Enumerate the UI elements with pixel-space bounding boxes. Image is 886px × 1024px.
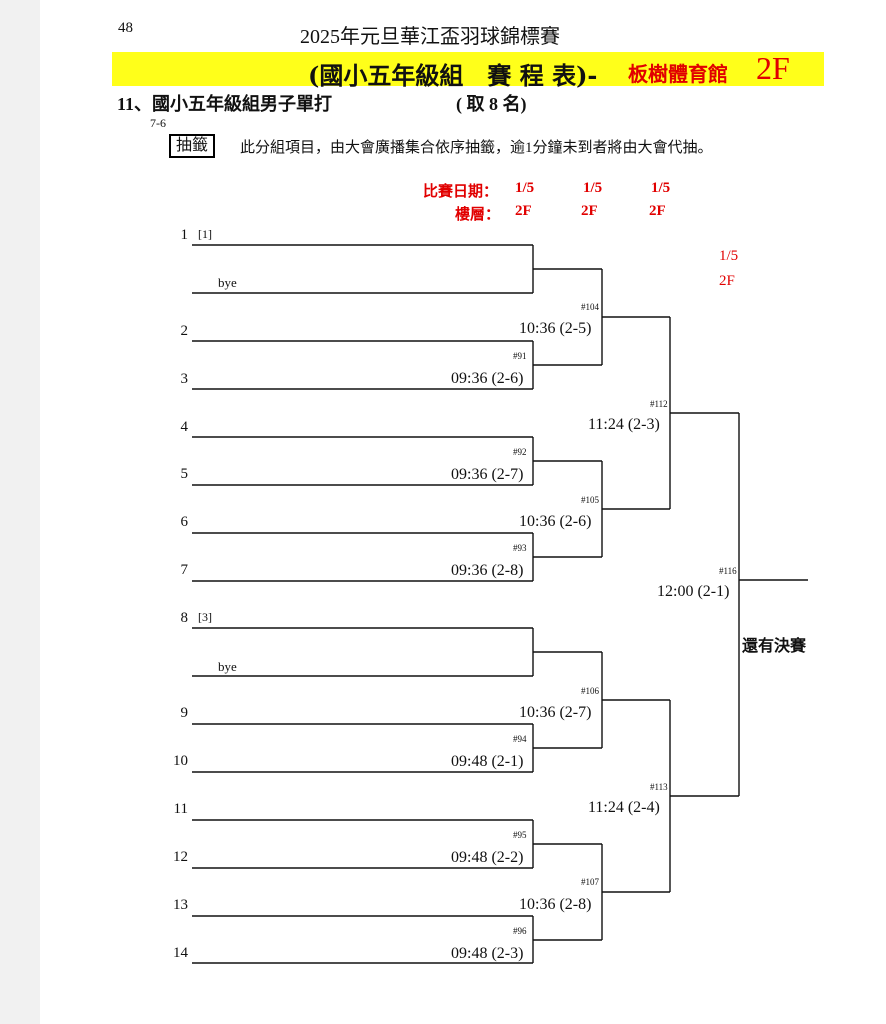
player-number: 7 (180, 562, 189, 578)
event-title: 11、國小五年級組男子單打 (117, 94, 333, 114)
page-number: 48 (118, 20, 133, 36)
player-number: 1 (180, 227, 189, 243)
player-number: 10 (173, 753, 188, 769)
player-number: 12 (173, 849, 188, 865)
seed-label: [1] (198, 227, 212, 241)
player-number: 8 (180, 610, 189, 626)
match-code: #94 (513, 734, 527, 744)
player-number: 9 (180, 705, 189, 721)
date-label: 比賽日期： (423, 184, 499, 200)
player-number: 14 (173, 945, 188, 961)
match-code: #112 (650, 399, 668, 409)
player-number: 5 (180, 466, 189, 482)
match-code: #106 (581, 686, 599, 696)
draw-label-box: 抽籤 (169, 134, 215, 158)
round3-date: 1/5 (651, 180, 671, 196)
match-time: 10:36 (2-7) (519, 704, 592, 721)
document-title: 2025年元旦華江盃羽球錦標賽 (300, 26, 560, 48)
round2-date: 1/5 (583, 180, 603, 196)
match-time: 10:36 (2-6) (519, 513, 592, 530)
event-quota: ( 取 8 名) (456, 94, 527, 114)
match-code: #95 (513, 830, 527, 840)
match-time: 09:48 (2-1) (451, 753, 524, 770)
match-code: #105 (581, 495, 599, 505)
seed-label: [3] (198, 610, 212, 624)
player-number: 13 (173, 897, 188, 913)
match-code: #96 (513, 926, 527, 936)
player-number: 11 (173, 801, 188, 817)
final-note: 還有決賽 (742, 638, 807, 655)
match-code: #107 (581, 877, 599, 887)
match-time: 09:36 (2-6) (451, 370, 524, 387)
match-time: 10:36 (2-5) (519, 320, 592, 337)
match-code: #91 (513, 351, 527, 361)
match-time: 11:24 (2-4) (588, 799, 660, 816)
match-time: 10:36 (2-8) (519, 896, 592, 913)
banner-floor: 2F (756, 50, 790, 86)
bye-label: bye (218, 275, 237, 290)
round1-date: 1/5 (515, 180, 535, 196)
event-code: 7-6 (150, 116, 166, 130)
match-time: 11:24 (2-3) (588, 416, 660, 433)
player-number: 3 (180, 371, 189, 387)
round3-floor: 2F (649, 203, 666, 219)
match-code: #92 (513, 447, 527, 457)
player-number: 2 (180, 323, 189, 339)
page-margin (0, 0, 40, 1024)
player-number: 4 (180, 419, 189, 435)
match-code: #93 (513, 543, 527, 553)
banner-venue: 板樹體育館 (628, 64, 728, 86)
match-code: #113 (650, 782, 668, 792)
round2-floor: 2F (581, 203, 598, 219)
banner-title: (國小五年級組 賽 程 表)- (308, 61, 598, 90)
match-code: #104 (581, 302, 599, 312)
match-time: 09:48 (2-3) (451, 945, 524, 962)
match-time: 12:00 (2-1) (657, 583, 730, 600)
match-code: #116 (719, 566, 737, 576)
player-number: 6 (180, 514, 189, 530)
bye-label: bye (218, 659, 237, 674)
round1-floor: 2F (515, 203, 532, 219)
title-banner (112, 52, 824, 86)
draw-note: 此分組項目，由大會廣播集合依序抽籤，逾1分鐘未到者將由大會代抽。 (240, 140, 713, 156)
final-floor: 2F (719, 273, 735, 289)
match-time: 09:48 (2-2) (451, 849, 524, 866)
match-time: 09:36 (2-8) (451, 562, 524, 579)
final-date: 1/5 (719, 248, 739, 264)
floor-label: 樓層： (455, 207, 501, 223)
match-time: 09:36 (2-7) (451, 466, 524, 483)
